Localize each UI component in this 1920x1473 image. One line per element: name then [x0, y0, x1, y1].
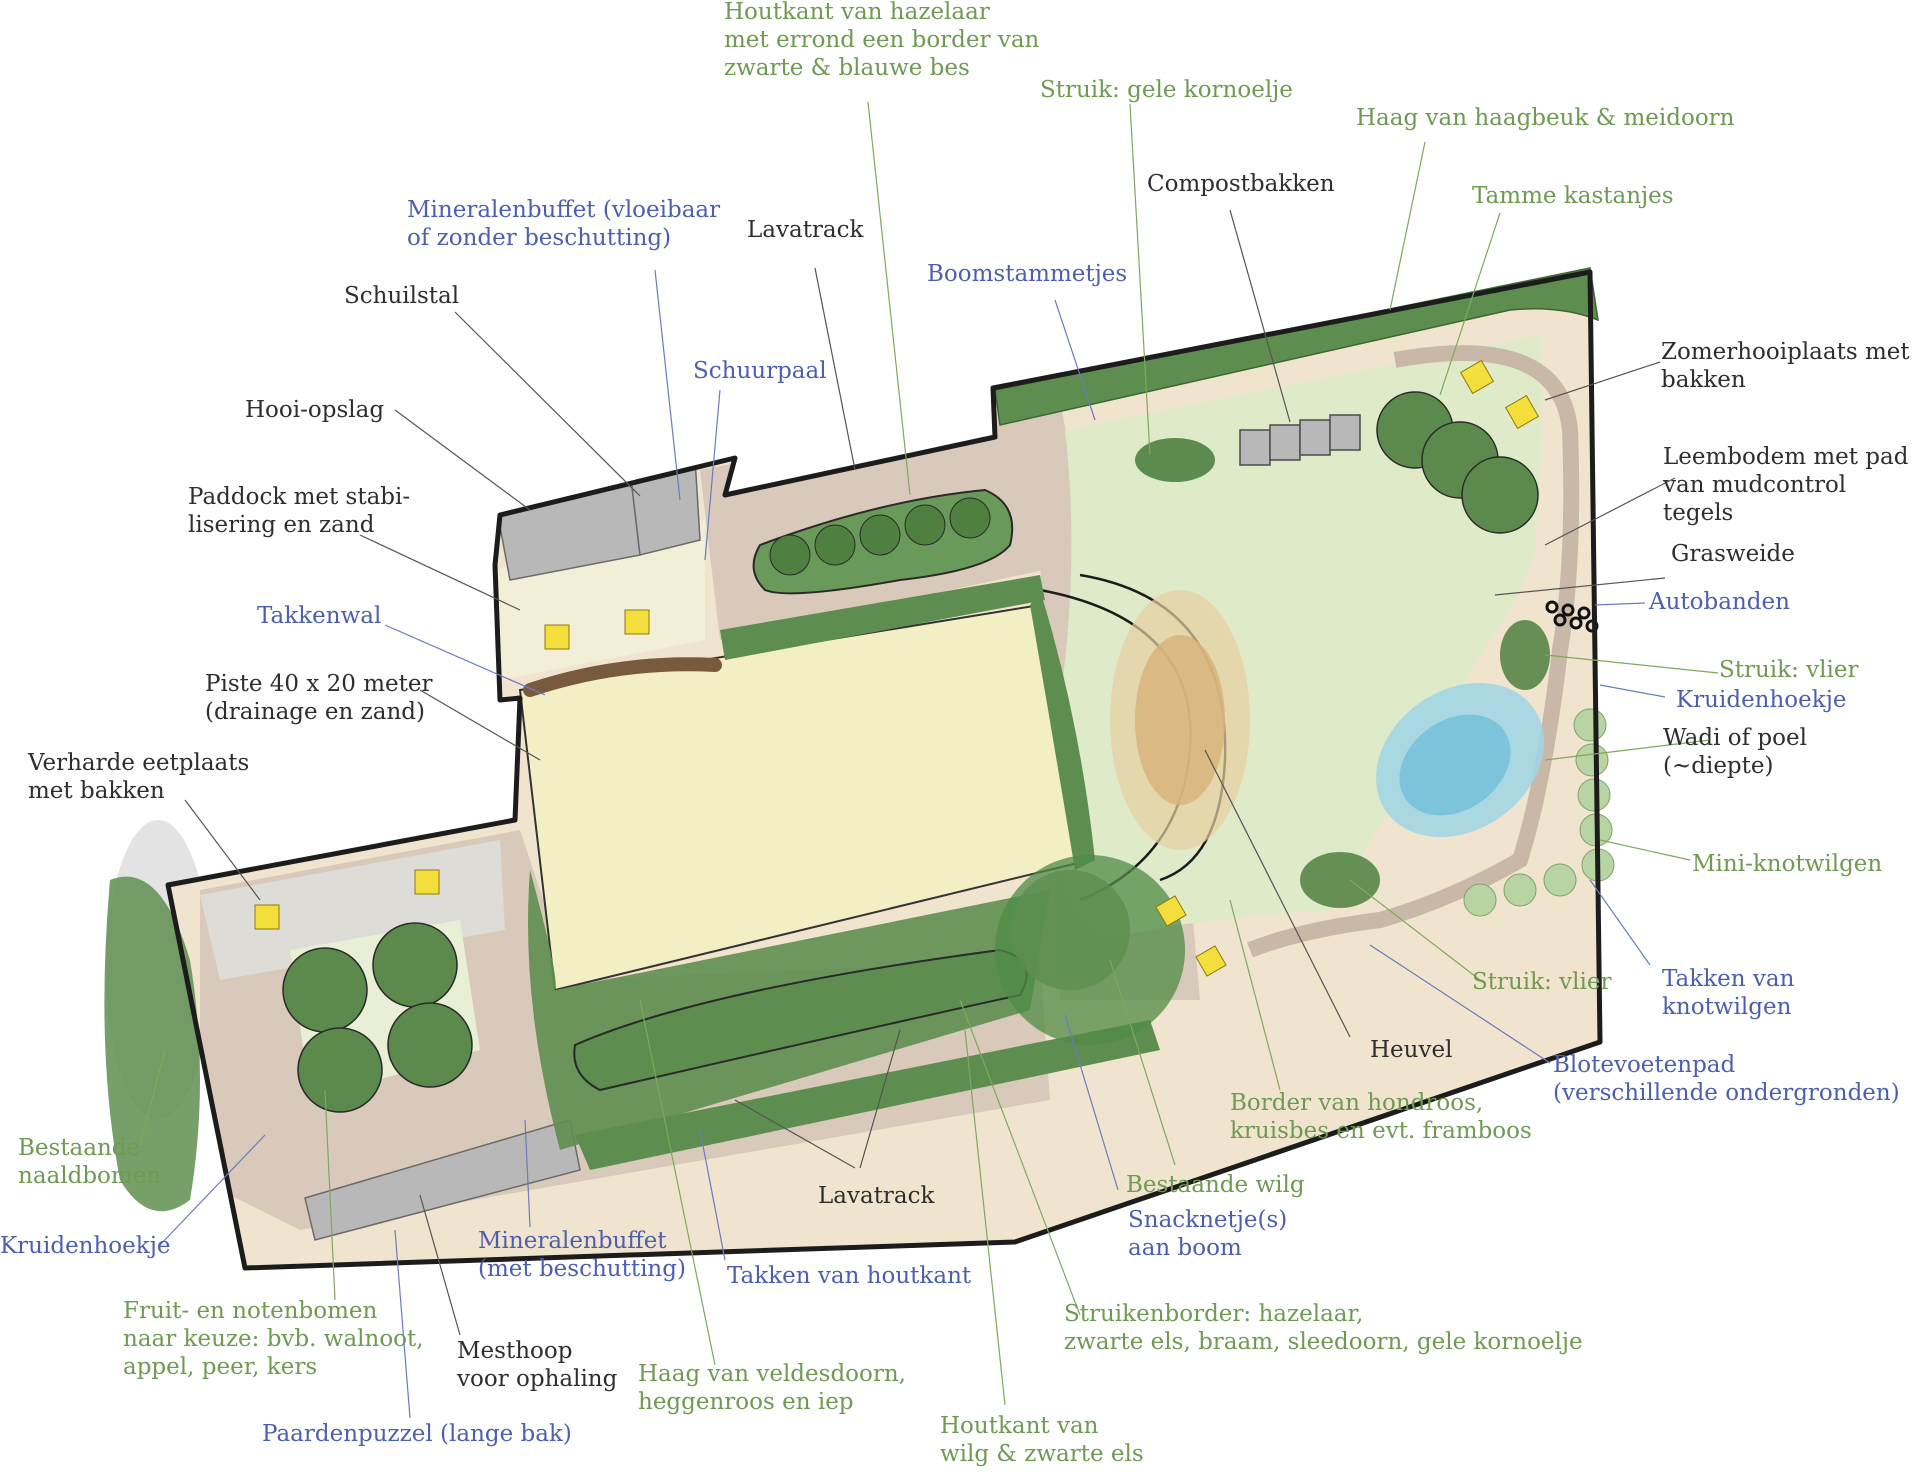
mound-inner	[1135, 635, 1225, 805]
existing-willow-inner	[1010, 870, 1130, 990]
label-struik-vlier-right: Struik: vlier	[1719, 657, 1859, 683]
label-kruidenhoekje-right: Kruidenhoekje	[1676, 687, 1847, 713]
label-struik-kornoelje: Struik: gele kornoelje	[1040, 77, 1293, 103]
label-mineralenbuffet-beschutting: Mineralenbuffet (met beschutting)	[478, 1228, 686, 1283]
label-kruidenhoekje-left: Kruidenhoekje	[0, 1233, 171, 1259]
label-haag-veldesdoorn: Haag van veldesdoorn, heggenroos en iep	[638, 1361, 906, 1416]
label-bestaande-wilg: Bestaande wilg	[1126, 1172, 1305, 1198]
label-lavatrack-bottom: Lavatrack	[818, 1183, 935, 1209]
shrub-kornoelje	[1135, 438, 1215, 482]
site-outline	[165, 269, 1603, 1271]
takkenwal	[523, 657, 722, 697]
label-houtkant-hazelaar: Houtkant van hazelaar met errond een bor…	[724, 0, 1040, 82]
manure-heap	[304, 1119, 581, 1241]
feeding-boxes	[254, 359, 1540, 977]
label-wadi: Wadi of poel (~diepte)	[1663, 725, 1807, 780]
label-bestaande-naaldbomen: Bestaande naaldbomen	[18, 1135, 162, 1190]
label-fruitbomen: Fruit- en notenbomen naar keuze: bvb. wa…	[123, 1298, 424, 1381]
label-schuilstal: Schuilstal	[344, 283, 460, 309]
label-heuvel: Heuvel	[1370, 1037, 1453, 1063]
label-snacknetje: Snacknetje(s) aan boom	[1128, 1207, 1288, 1262]
hedge-piste-right	[1030, 590, 1095, 870]
shrub-vlier-bottom	[1300, 852, 1380, 908]
tree-group-left	[282, 922, 473, 1113]
label-blotevoetenpad: Blotevoetenpad (verschillende ondergrond…	[1553, 1052, 1900, 1107]
label-haag-haagbeuk: Haag van haagbeuk & meidoorn	[1356, 105, 1735, 131]
shrub-vlier-right	[1500, 620, 1550, 690]
label-grasweide: Grasweide	[1671, 541, 1795, 567]
label-border-hondroos: Border van hondroos, kruisbes en evt. fr…	[1230, 1090, 1532, 1145]
label-takken-houtkant: Takken van houtkant	[727, 1263, 972, 1289]
tree-group-hazel	[769, 497, 991, 576]
wadi-pond-inner	[1399, 714, 1511, 816]
hedge-naaldbomen	[104, 876, 200, 1212]
label-hooi-opslag: Hooi-opslag	[245, 397, 385, 423]
label-paardenpuzzel: Paardenpuzzel (lange bak)	[262, 1421, 572, 1447]
label-houtkant-wilg: Houtkant van wilg & zwarte els	[940, 1413, 1144, 1468]
label-compostbakken: Compostbakken	[1147, 171, 1335, 197]
label-struik-vlier-bottom: Struik: vlier	[1472, 969, 1612, 995]
label-boomstammetjes: Boomstammetjes	[927, 261, 1128, 287]
compost-boxes	[1239, 414, 1361, 466]
label-zomerhooiplaats: Zomerhooiplaats met bakken	[1661, 339, 1910, 394]
label-mini-knotwilgen: Mini-knotwilgen	[1692, 851, 1883, 877]
label-verharde-eetplaats: Verharde eetplaats met bakken	[28, 750, 250, 805]
label-leembodem: Leembodem met pad van mudcontrol tegels	[1663, 444, 1909, 527]
mudcontrol-path	[1247, 345, 1580, 958]
label-paddock: Paddock met stabi- lisering en zand	[188, 484, 411, 539]
label-struikenborder: Struikenborder: hazelaar, zwarte els, br…	[1064, 1301, 1583, 1356]
leader-lines-green	[139, 101, 1719, 1406]
label-takken-knotwilgen: Takken van knotwilgen	[1662, 966, 1795, 1021]
hedge-bottom-strip	[575, 1020, 1160, 1170]
label-mineralenbuffet-vloeibaar: Mineralenbuffet (vloeibaar of zonder bes…	[407, 197, 721, 252]
hedge-piste-top	[720, 575, 1045, 660]
label-mesthoop: Mesthoop voor ophaling	[457, 1338, 618, 1393]
label-piste: Piste 40 x 20 meter (drainage en zand)	[205, 671, 433, 726]
label-autobanden: Autobanden	[1649, 589, 1790, 615]
label-lavatrack-top: Lavatrack	[747, 217, 864, 243]
label-schuurpaal: Schuurpaal	[693, 358, 827, 384]
leader-lines-dark	[184, 209, 1676, 1336]
tree-group-chestnuts	[1376, 391, 1539, 534]
label-takkenwal: Takkenwal	[257, 603, 382, 629]
leader-lines-blue	[159, 269, 1666, 1419]
label-tamme-kastanjes: Tamme kastanjes	[1472, 183, 1674, 209]
